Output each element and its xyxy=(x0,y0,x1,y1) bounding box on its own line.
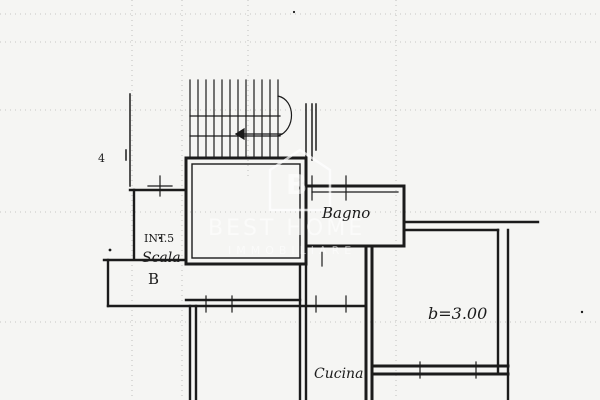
label-scala: Scala xyxy=(142,250,181,266)
small-dots xyxy=(108,10,584,314)
corridor-kitchen-walls xyxy=(184,262,308,400)
staircase xyxy=(189,79,292,159)
watermark-line2: IMMOBILIARE xyxy=(228,244,357,257)
stair-landing-walls xyxy=(125,93,317,187)
label-dimension: b=3.00 xyxy=(428,304,488,323)
watermark-logo xyxy=(268,148,332,212)
bathroom-walls xyxy=(304,184,406,248)
watermark-line1: BEST HOME xyxy=(208,216,366,241)
room-b-walls xyxy=(364,244,510,400)
margin-mark: 4 xyxy=(98,152,105,165)
label-cucina: Cucina xyxy=(314,366,364,382)
watermark-logo-letter: B xyxy=(286,168,308,201)
door-marks xyxy=(205,251,347,313)
exterior-wall xyxy=(402,220,540,400)
door-mark-landing xyxy=(147,175,173,197)
entry-landing-walls xyxy=(102,188,368,308)
label-bagno: Bagno xyxy=(322,204,371,222)
label-scala-letter: B xyxy=(148,270,160,288)
label-int: INT.5 xyxy=(144,232,175,245)
